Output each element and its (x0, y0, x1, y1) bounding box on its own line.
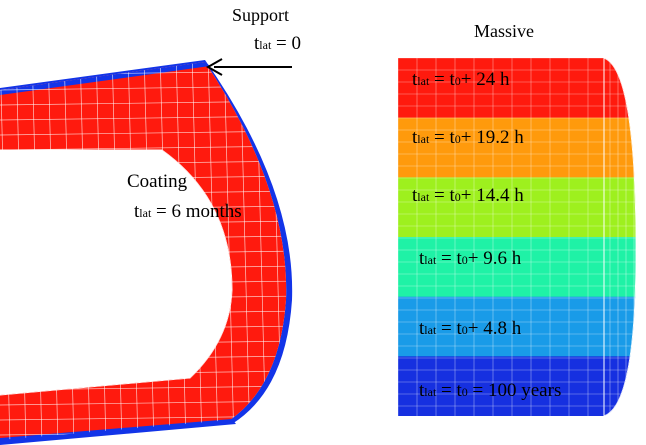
massive-band-label-6: tlat = t0 = 100 years (419, 380, 562, 401)
massive-band-4 (398, 237, 636, 298)
massive-band-3 (398, 177, 636, 238)
massive-band-1 (398, 58, 636, 119)
massive-band-label-1: tlat = t0+ 24 h (412, 69, 510, 90)
top-support-strip (0, 62, 210, 95)
coating-shell (0, 60, 293, 445)
massive-band-label-3: tlat = t0+ 14.4 h (412, 185, 524, 206)
massive-band-label-4: tlat = t0+ 9.6 h (419, 248, 522, 269)
massive-band-2 (398, 117, 636, 179)
bottom-support-strip (0, 419, 236, 445)
massive-band-label-5: tlat = t0+ 4.8 h (419, 318, 522, 339)
coating-age-label: tlat = 6 months (134, 201, 242, 222)
massive-band-5 (398, 296, 636, 358)
massive-title: Massive (474, 21, 534, 41)
support-age-label: tlat = 0 (254, 33, 301, 54)
massive-band-label-2: tlat = t0+ 19.2 h (412, 127, 524, 148)
coating-title: Coating (127, 171, 188, 192)
massive-block (398, 58, 636, 416)
support-title: Support (232, 5, 290, 25)
support-arrow (205, 58, 292, 76)
coating-body (0, 62, 287, 440)
